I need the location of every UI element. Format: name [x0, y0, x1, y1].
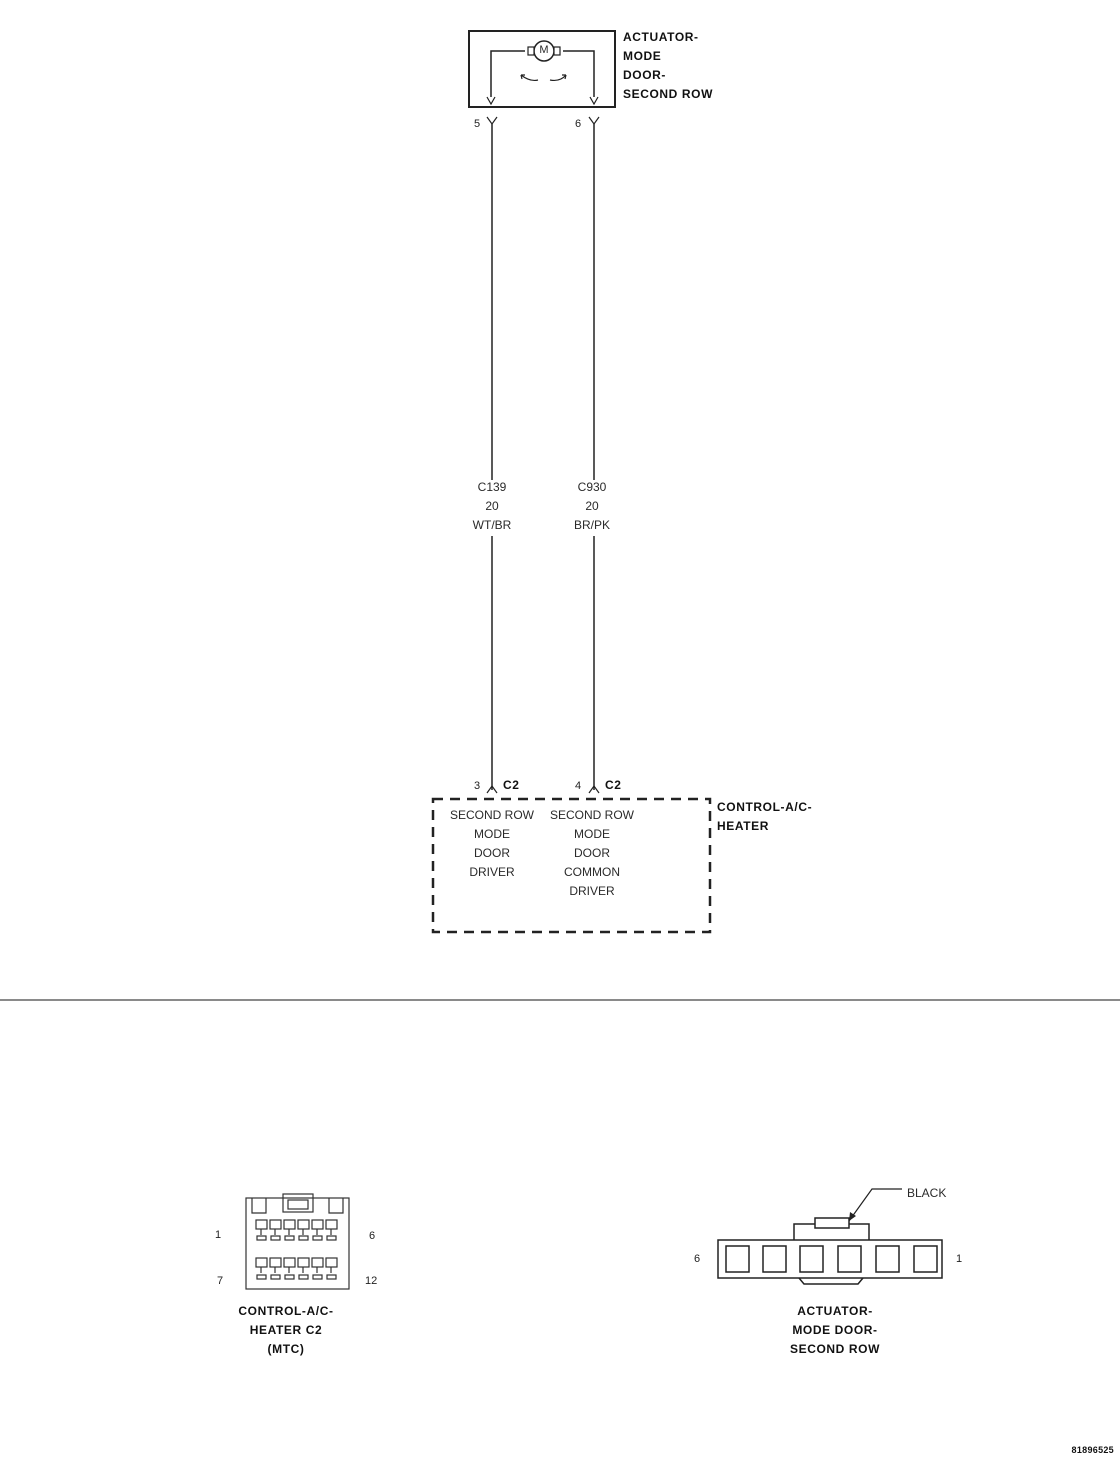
wire-label-right: C930 20 BR/PK: [562, 478, 622, 535]
wire-gauge: 20: [485, 499, 499, 513]
module-title-line: HEATER: [717, 819, 770, 833]
actuator-connector-face-icon: [717, 1217, 943, 1285]
function-line: SECOND ROW: [450, 808, 534, 822]
connector-pin-3-icon: [486, 784, 498, 794]
actuator-title: ACTUATOR- MODE DOOR- SECOND ROW: [623, 28, 713, 104]
actuator-box: [468, 30, 616, 108]
module-title-line: CONTROL-A/C-: [717, 800, 813, 814]
module-title: CONTROL-A/C- HEATER: [717, 798, 812, 836]
figure-id: 81896525: [1071, 1445, 1114, 1455]
function-line: DOOR: [574, 846, 610, 860]
caption-line: CONTROL-A/C-: [238, 1304, 334, 1318]
module-function-right: SECOND ROW MODE DOOR COMMON DRIVER: [541, 806, 643, 901]
connector-color-label: BLACK: [907, 1186, 947, 1200]
pin-label-module-right: 4: [575, 780, 582, 792]
function-line: DRIVER: [569, 884, 615, 898]
heater-pin-top-left: 1: [215, 1229, 222, 1241]
black-label-leader: [848, 1188, 902, 1222]
function-line: MODE: [474, 827, 510, 841]
connector-pin-5-icon: [486, 116, 498, 126]
wire-circuit: C930: [577, 480, 607, 494]
actuator-connector-caption: ACTUATOR- MODE DOOR- SECOND ROW: [767, 1302, 903, 1359]
function-line: MODE: [574, 827, 610, 841]
heater-connector-face-icon: [245, 1193, 350, 1290]
actuator-title-line: SECOND ROW: [623, 87, 713, 101]
pin-label-actuator-left: 5: [474, 118, 481, 130]
wire-circuit: C139: [477, 480, 507, 494]
caption-line: HEATER C2: [249, 1323, 323, 1337]
module-function-left: SECOND ROW MODE DOOR DRIVER: [441, 806, 543, 882]
function-line: DOOR: [474, 846, 510, 860]
connector-pin-4-icon: [588, 784, 600, 794]
function-line: SECOND ROW: [550, 808, 634, 822]
actuator-title-line: ACTUATOR-: [623, 30, 699, 44]
wire-gauge: 20: [585, 499, 599, 513]
actuator-title-line: DOOR-: [623, 68, 666, 82]
wire-label-left: C139 20 WT/BR: [462, 478, 522, 535]
motor-icon: [486, 40, 599, 106]
caption-line: (MTC): [267, 1342, 305, 1356]
caption-line: MODE DOOR-: [792, 1323, 878, 1337]
pin-label-module-left: 3: [474, 780, 481, 792]
connector-label-right: C2: [605, 778, 622, 792]
caption-line: SECOND ROW: [790, 1342, 880, 1356]
actuator-pin-left: 6: [694, 1253, 701, 1265]
caption-line: ACTUATOR-: [797, 1304, 873, 1318]
connector-pin-6-icon: [588, 116, 600, 126]
module-box: [431, 797, 712, 934]
heater-pin-bottom-right: 12: [365, 1275, 378, 1287]
actuator-pin-right: 1: [956, 1253, 963, 1265]
heater-connector-caption: CONTROL-A/C- HEATER C2 (MTC): [218, 1302, 354, 1359]
function-line: COMMON: [564, 865, 620, 879]
heater-pin-top-right: 6: [369, 1230, 376, 1242]
motor-symbol: M: [539, 44, 549, 56]
wire-color: BR/PK: [573, 518, 610, 532]
function-line: DRIVER: [469, 865, 515, 879]
pin-label-actuator-right: 6: [575, 118, 582, 130]
leader-arrow-icon: [849, 1212, 856, 1221]
actuator-title-line: MODE: [623, 49, 662, 63]
heater-pin-bottom-left: 7: [217, 1275, 224, 1287]
connector-label-left: C2: [503, 778, 520, 792]
wire-color: WT/BR: [472, 518, 512, 532]
